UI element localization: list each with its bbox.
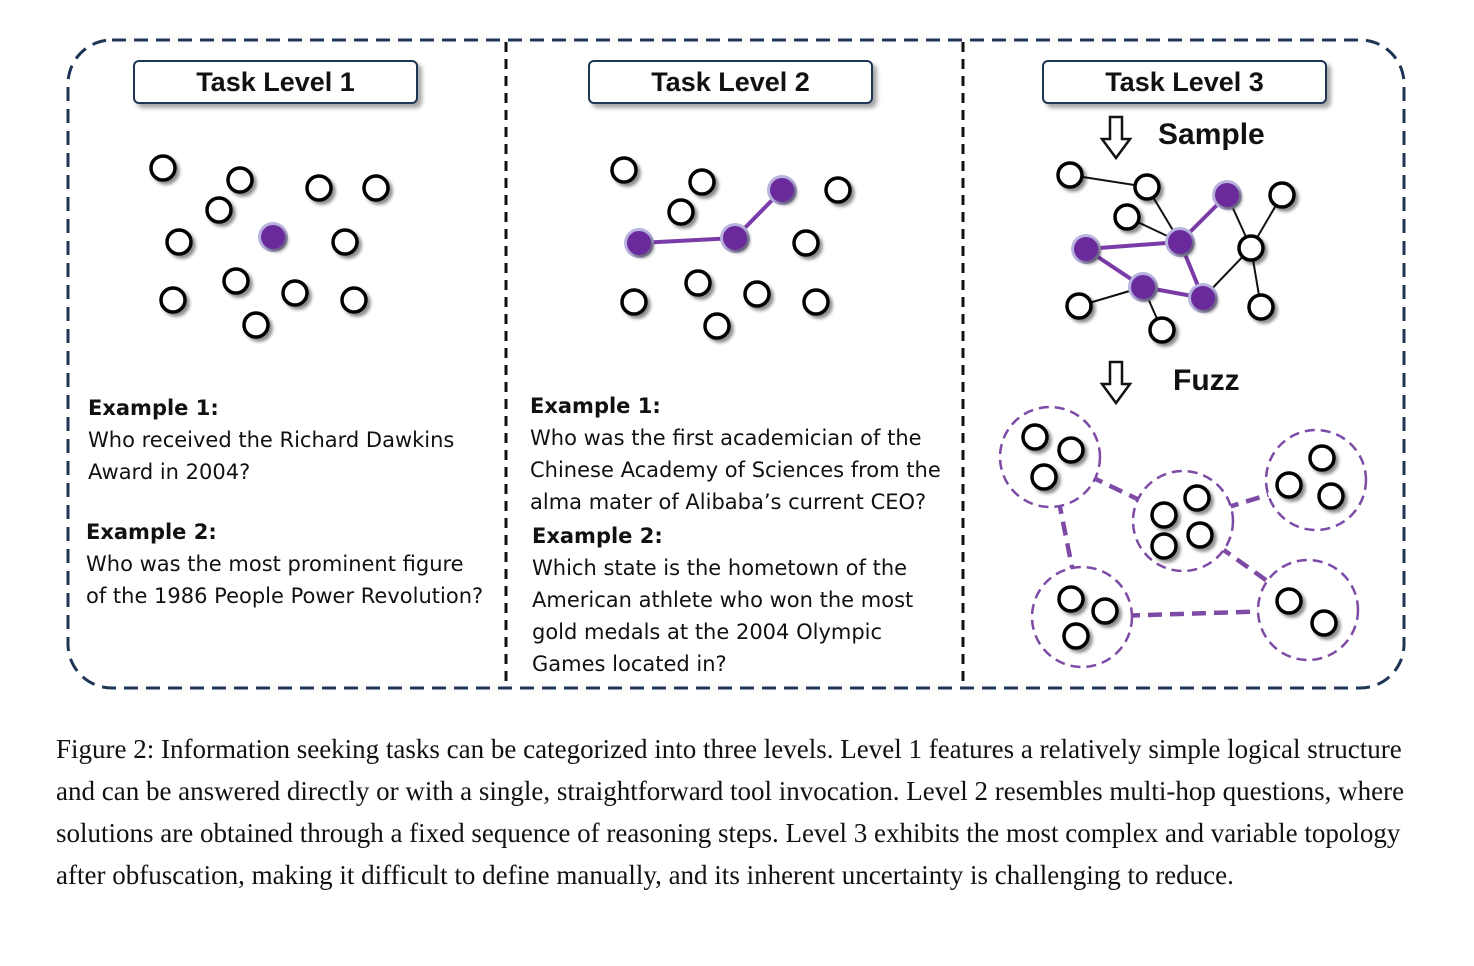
graph-node [1186,521,1214,549]
graph-node [1268,181,1296,209]
graph-node [1057,436,1085,464]
figure: Task Level 1 Task Level 2 Task Level 3 S… [66,38,1406,690]
level1-example1: Example 1: Who received the Richard Dawk… [88,392,454,488]
graph-node [1310,609,1338,637]
graph-node [1308,444,1336,472]
level2-example1: Example 1: Who was the first academician… [530,390,941,518]
graph-node [1237,234,1265,262]
cluster-boundary [1131,469,1235,573]
graph-node [1150,501,1178,529]
graph-node [1065,292,1093,320]
graph-node [149,154,177,182]
highlight-node [770,178,794,202]
graph-node [1148,316,1176,344]
level1-example2: Example 2: Who was the most prominent fi… [86,516,483,612]
sample-label: Sample [1158,118,1265,151]
fuzz-label: Fuzz [1173,364,1240,397]
example-label: Example 2: [86,520,217,544]
down-arrow-icon [1099,360,1133,406]
graph-node [1021,423,1049,451]
graph-node [703,312,731,340]
panel-title-level-3: Task Level 3 [1042,60,1327,104]
graph-node [1247,293,1275,321]
highlight-node [1168,230,1192,254]
cluster-boundary [1030,565,1134,669]
graph-node [226,166,254,194]
graph-node [1062,622,1090,650]
panel-title-level-2: Task Level 2 [588,60,873,104]
graph-node [1317,482,1345,510]
highlight-node [1131,275,1155,299]
graph-node [305,174,333,202]
down-arrow-icon [1099,115,1133,161]
highlight-node [261,225,285,249]
graph-node [667,198,695,226]
graph-node [1091,597,1119,625]
graph-node [362,174,390,202]
graph-node [1057,585,1085,613]
cluster-boundary [1256,558,1360,662]
highlight-node [723,226,747,250]
graph-node [743,280,771,308]
highlight-node [627,231,651,255]
figure-caption: Figure 2: Information seeking tasks can … [56,734,1405,890]
highlight-node [1074,237,1098,261]
level2-example2: Example 2: Which state is the hometown o… [532,520,913,680]
graph-node [802,288,830,316]
graph-node [1275,587,1303,615]
graph-node [688,168,716,196]
example-question: Who received the Richard Dawkins Award i… [88,428,455,484]
example-question: Who was the first academician of the Chi… [530,426,941,514]
graph-node [159,286,187,314]
example-label: Example 1: [88,396,219,420]
graph-node [331,228,359,256]
diagram-canvas [66,38,1406,690]
graph-node [792,229,820,257]
graph-node [1133,173,1161,201]
graph-node [1056,161,1084,189]
graph-node [205,196,233,224]
highlight-edge [1085,240,1181,251]
highlight-node [1215,183,1239,207]
graph-node [684,269,712,297]
cluster-boundary [998,405,1102,509]
highlight-node [1191,286,1215,310]
example-question: Who was the most prominent figure of the… [86,552,484,608]
graph-node [1113,203,1141,231]
example-question: Which state is the hometown of the Ameri… [532,556,914,676]
panel-title-level-1: Task Level 1 [133,60,418,104]
graph-node [1030,463,1058,491]
graph-node [1183,484,1211,512]
graph-node [620,288,648,316]
example-label: Example 1: [530,394,661,418]
graph-node [1150,532,1178,560]
graph-node [824,176,852,204]
graph-node [242,311,270,339]
outer-dashed-frame [66,38,1406,690]
graph-node [222,267,250,295]
graph-node [1275,471,1303,499]
example-label: Example 2: [532,524,663,548]
graph-node [165,228,193,256]
graph-node [610,156,638,184]
highlight-edge [638,236,736,245]
graph-node [281,279,309,307]
graph-node [340,286,368,314]
